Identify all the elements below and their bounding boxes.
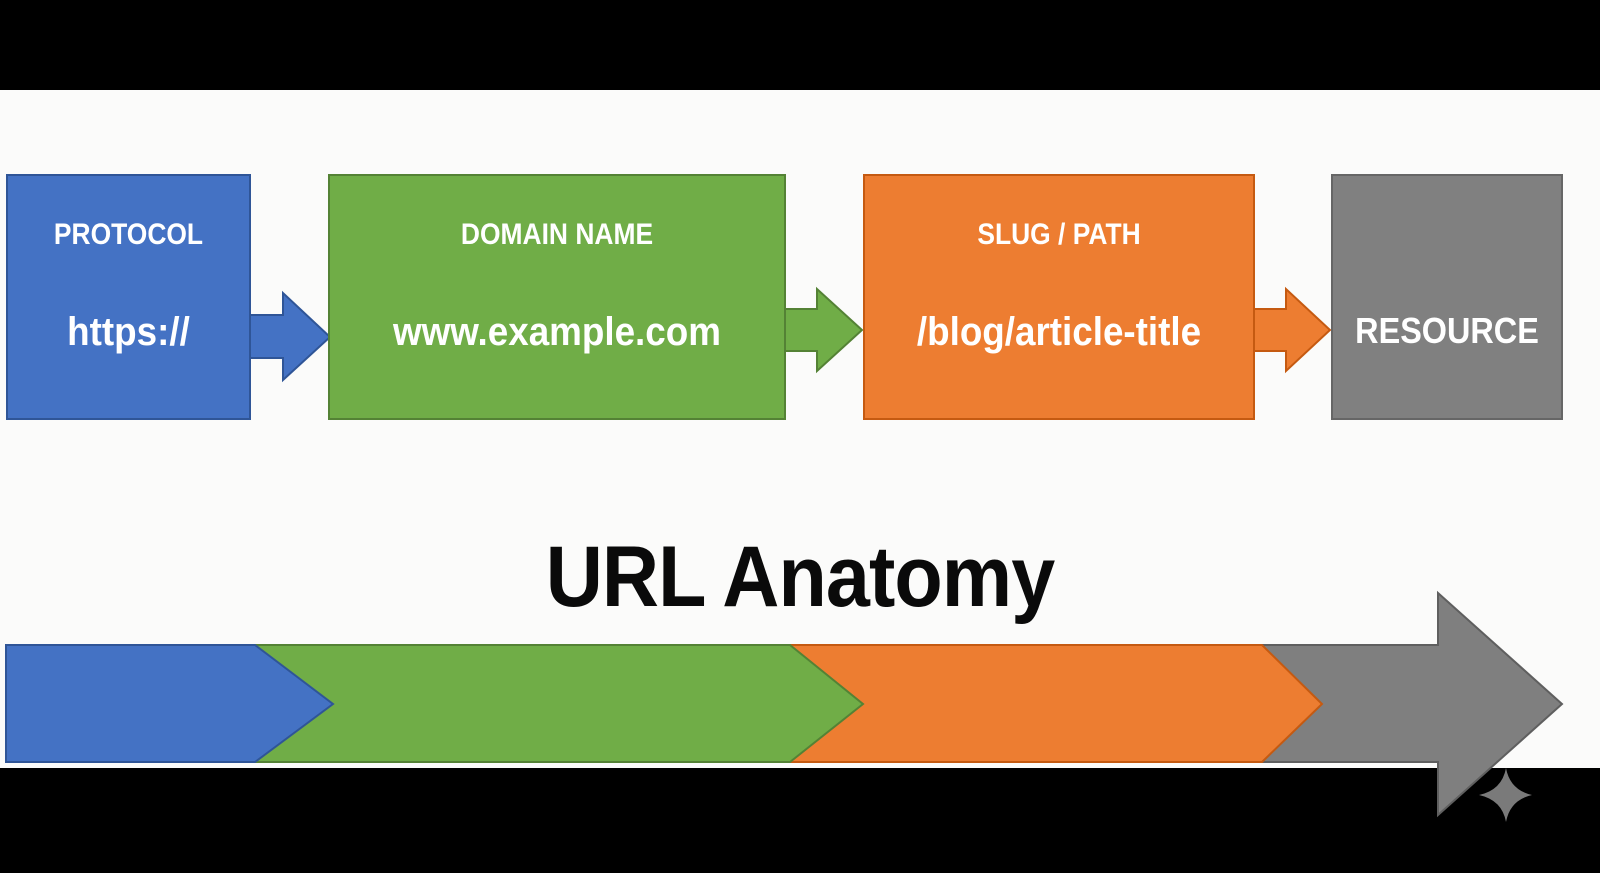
band-resource-arrow — [1249, 590, 1564, 818]
sparkle-icon — [1479, 768, 1532, 822]
arrow-protocol-to-domain — [249, 290, 332, 383]
path-value: /blog/article-title — [916, 310, 1202, 354]
band-protocol-segment — [5, 644, 335, 763]
diagram-title: URL Anatomy — [545, 529, 1056, 625]
arrow-domain-to-path — [784, 286, 864, 374]
domain-label: DOMAIN NAME — [460, 218, 654, 251]
path-box: SLUG / PATH /blog/article-title — [863, 174, 1255, 420]
domain-value: www.example.com — [393, 310, 721, 354]
resource-label: RESOURCE — [1355, 310, 1539, 351]
protocol-value: https:// — [67, 310, 190, 354]
protocol-label: PROTOCOL — [53, 218, 204, 251]
band-domain-segment — [254, 644, 865, 763]
domain-box: DOMAIN NAME www.example.com — [328, 174, 786, 420]
band-path-segment — [789, 644, 1324, 763]
arrow-path-to-resource — [1253, 286, 1332, 374]
protocol-box: PROTOCOL https:// — [6, 174, 251, 420]
resource-box: RESOURCE — [1331, 174, 1563, 420]
path-label: SLUG / PATH — [977, 218, 1141, 251]
